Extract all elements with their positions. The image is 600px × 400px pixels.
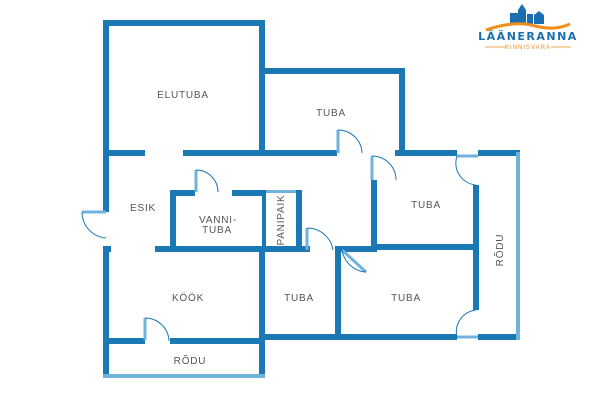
door-tuba-mid (305, 227, 334, 251)
room-label-vannituba-1: VANNI- (199, 215, 237, 226)
room-label-rodu-bottom: RÕDU (174, 354, 207, 367)
door-rodu-bottom (455, 309, 478, 339)
room-label-kook: KÖÖK (172, 292, 204, 304)
room-label-tuba-bottom-right: TUBA (391, 293, 421, 304)
company-logo: LÄÄNERANNA KINNISVARA (478, 4, 578, 51)
room-label-elutuba: ELUTUBA (157, 90, 209, 101)
walls (103, 20, 520, 378)
room-label-tuba-top: TUBA (316, 108, 346, 119)
door-vannituba (194, 169, 219, 193)
logo-buildings-icon (510, 4, 544, 24)
room-label-esik: ESIK (130, 203, 156, 214)
logo-wave (485, 22, 571, 32)
door-kook (143, 317, 170, 342)
room-label-tuba-mid: TUBA (284, 293, 314, 304)
room-label-panipaik: PANIPAIK (276, 194, 287, 245)
room-label-rodu-right: RÕDU (493, 234, 506, 267)
room-label-tuba-right: TUBA (411, 200, 441, 211)
room-label-vannituba-2: TUBA (202, 225, 232, 236)
doors (81, 129, 478, 342)
door-rodu-top (455, 154, 478, 186)
door-tuba-right (370, 155, 397, 181)
logo-name: LÄÄNERANNA (478, 29, 578, 43)
door-tuba-bottom-right (340, 248, 368, 274)
logo-tagline: KINNISVARA (505, 45, 551, 51)
door-entrance (81, 210, 107, 239)
balcony-walls (103, 152, 520, 378)
door-tuba-top (336, 129, 363, 154)
